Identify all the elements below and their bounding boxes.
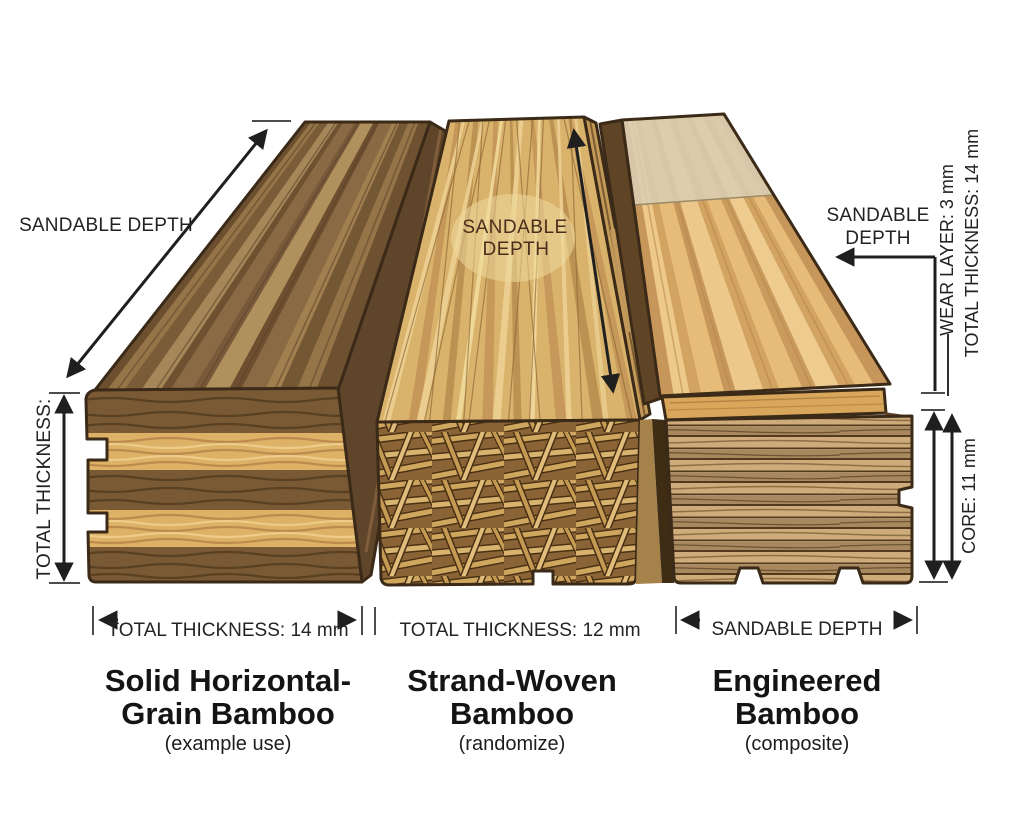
grain-decoration	[86, 436, 362, 444]
plank1-title-line2: Grain Bamboo	[121, 696, 335, 731]
plank3-core-front-face	[666, 416, 912, 583]
plank3-core-outline	[664, 414, 914, 585]
wear-layer-label: WEAR LAYER: 3 mm	[937, 164, 957, 336]
grain-decoration	[274, 121, 399, 391]
grain-decoration	[86, 460, 362, 468]
plank1-title-line1: Solid Horizontal-	[105, 663, 351, 698]
plank3-caption: Engineered Bamboo (composite)	[713, 663, 882, 755]
plank2-dimension-label: TOTAL THICKNESS: 12 mm	[399, 620, 640, 641]
plank3-wear-boundary-line	[633, 194, 775, 206]
plank3-subtitle: (composite)	[745, 733, 849, 755]
plank2-sandable-depth-label-line2: DEPTH	[483, 239, 550, 260]
left-thickness-label: TOTAL THICKNESS:	[34, 399, 55, 580]
grain-decoration	[86, 525, 362, 533]
plank1-caption: Solid Horizontal- Grain Bamboo (example …	[105, 663, 351, 755]
plank3-wear-grain1	[669, 395, 881, 404]
plank1-dimension-label: TOTAL THICKNESS: 14 mm	[107, 620, 348, 641]
plank2-label-glow	[451, 194, 575, 282]
plank3-dimension-label: SANDABLE DEPTH	[711, 619, 882, 640]
left-sandable-depth-label: SANDABLE DEPTH	[19, 215, 193, 236]
grain-decoration	[384, 120, 470, 423]
grain-decoration	[416, 119, 485, 422]
grain-decoration	[382, 120, 466, 422]
grain-decoration	[86, 562, 362, 570]
grain-decoration	[86, 442, 362, 450]
annotation-layer: SANDABLE DEPTH TOTAL THICKNESS: SANDABLE…	[19, 120, 982, 755]
plank3-wear-front-strip	[662, 389, 886, 420]
grain-decoration	[442, 120, 479, 422]
grain-decoration	[86, 519, 362, 527]
core-label: CORE: 11 mm	[959, 438, 979, 554]
plank1-subtitle: (example use)	[165, 733, 292, 755]
grain-decoration	[86, 448, 362, 456]
grain-decoration	[86, 454, 362, 462]
grain-decoration	[86, 396, 362, 404]
plank2-right-side-lower	[636, 419, 662, 584]
grain-decoration	[86, 572, 362, 580]
grain-decoration	[86, 537, 362, 545]
grain-decoration	[86, 410, 362, 418]
grain-decoration	[86, 486, 362, 494]
grain-decoration	[86, 474, 362, 482]
plank3-title-line2: Bamboo	[735, 696, 859, 731]
right-sandable-depth-label-line1: SANDABLE	[827, 205, 930, 226]
grain-decoration	[279, 122, 409, 390]
grain-decoration	[408, 120, 460, 422]
plank1-front-layers	[86, 396, 362, 580]
plank3-wear-layer-pale-zone	[622, 114, 774, 205]
plank2-front-outline	[375, 418, 642, 587]
middle-sandable-depth-arrow	[566, 128, 621, 394]
right-total-thickness-label: TOTAL THICKNESS: 14 mm	[962, 129, 982, 357]
grain-decoration	[423, 119, 491, 422]
plank2-front-strand-texture	[377, 420, 640, 585]
left-sandable-depth-arrow	[66, 128, 268, 379]
plank2-sandable-depth-label-line1: SANDABLE	[462, 217, 567, 238]
plank1-bottom-dimension: TOTAL THICKNESS: 14 mm	[92, 606, 376, 641]
grain-decoration	[86, 513, 362, 521]
grain-decoration	[86, 422, 362, 430]
grain-decoration	[308, 121, 416, 391]
plank3-bottom-dimension: SANDABLE DEPTH	[675, 606, 918, 640]
right-sandable-depth-label-line2: DEPTH	[845, 228, 910, 249]
grain-decoration	[86, 531, 362, 539]
grain-decoration	[316, 122, 430, 390]
plank2-title-line2: Bamboo	[450, 696, 574, 731]
grain-decoration	[240, 122, 393, 390]
plank2-caption: Strand-Woven Bamboo (randomize)	[407, 663, 617, 755]
plank-gap-shadow	[652, 419, 674, 583]
grain-decoration	[86, 498, 362, 506]
plank3-wear-grain2	[667, 403, 884, 411]
plank2-title-line1: Strand-Woven	[407, 663, 617, 698]
plank3-top-outline	[620, 112, 892, 398]
plank1-front-outline	[84, 386, 364, 584]
grain-decoration	[86, 550, 362, 558]
plank2-subtitle: (randomize)	[459, 733, 566, 755]
plank3-title-line1: Engineered	[713, 663, 882, 698]
plank-engineered	[598, 112, 914, 585]
